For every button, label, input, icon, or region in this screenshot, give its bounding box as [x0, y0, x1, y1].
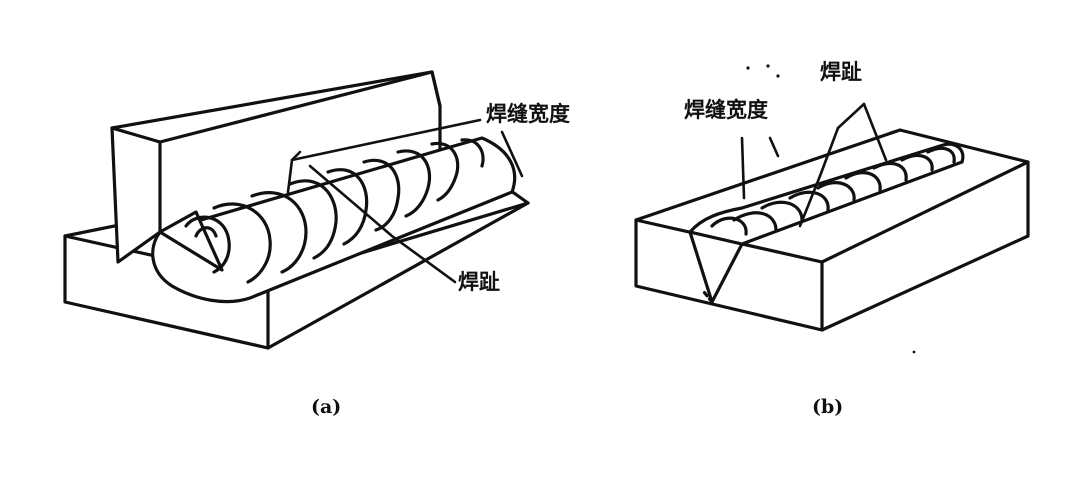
weld-toe-label-a: 焊趾 [458, 270, 500, 294]
leader-lines-b [740, 102, 888, 228]
butt-weld-diagram [634, 64, 1030, 354]
caption-a: (a) [311, 396, 342, 418]
fillet-weld-bead [151, 136, 517, 304]
leader-lines-a [286, 118, 524, 284]
weld-width-label-b: 焊缝宽度 [684, 98, 768, 122]
weld-width-label-a: 焊缝宽度 [486, 102, 570, 126]
butt-weld-bead [688, 142, 965, 246]
fillet-weld-diagram [63, 70, 530, 350]
butt-plate [634, 128, 1030, 332]
caption-b: (b) [812, 396, 844, 418]
weld-toe-label-b: 焊趾 [820, 60, 862, 84]
